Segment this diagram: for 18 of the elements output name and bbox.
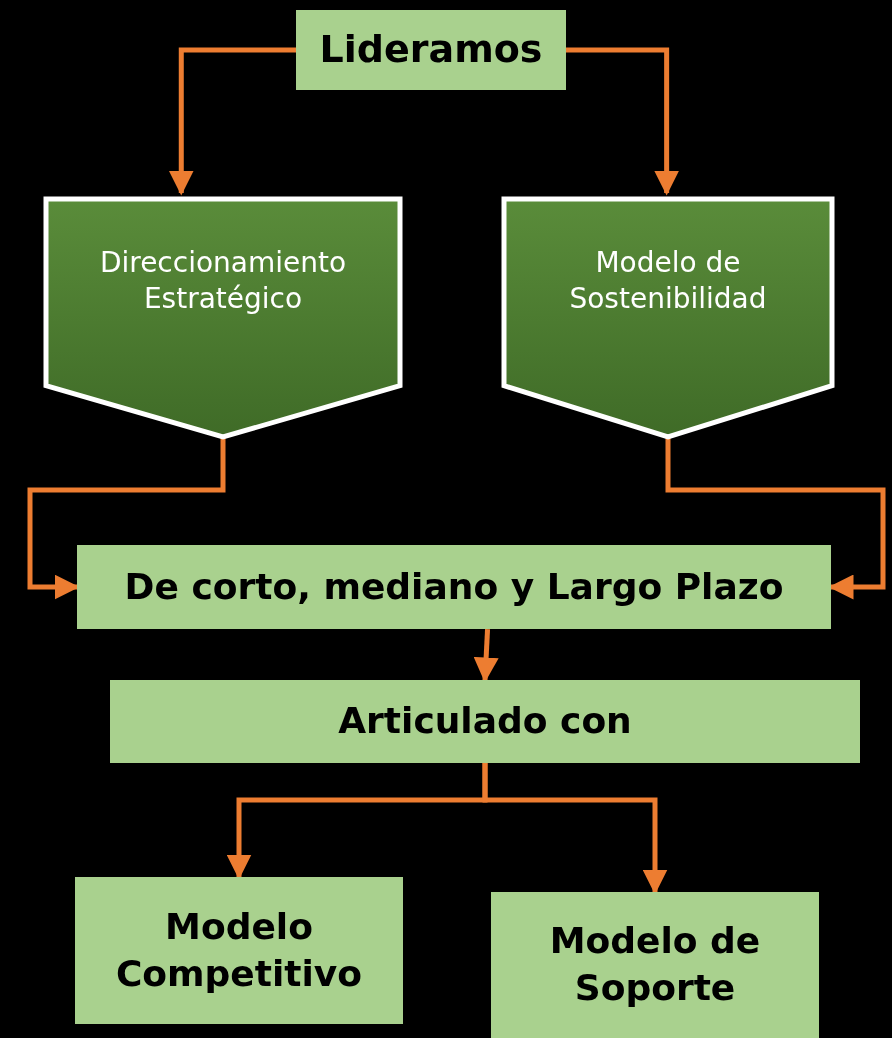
arrow: [566, 47, 680, 196]
node-label: Modelo de Soporte: [548, 919, 762, 1010]
arrow: [27, 437, 226, 600]
node-label: Modelo Competitivo: [114, 904, 364, 996]
arrow: [482, 763, 668, 895]
process-box: [77, 545, 831, 629]
process-box: [110, 680, 860, 763]
arrow: [665, 437, 886, 600]
arrow: [168, 47, 296, 196]
node-label: Direccionamiento Estratégico: [98, 245, 348, 318]
process-box: [75, 877, 403, 1024]
arrow: [473, 628, 499, 683]
process-box: [296, 10, 566, 90]
node-label: Lideramos: [318, 26, 544, 74]
node-label: Articulado con: [337, 699, 633, 744]
node-label: De corto, mediano y Largo Plazo: [123, 564, 785, 609]
process-box: [491, 892, 819, 1038]
node-label: Modelo de Sostenibilidad: [568, 245, 768, 318]
